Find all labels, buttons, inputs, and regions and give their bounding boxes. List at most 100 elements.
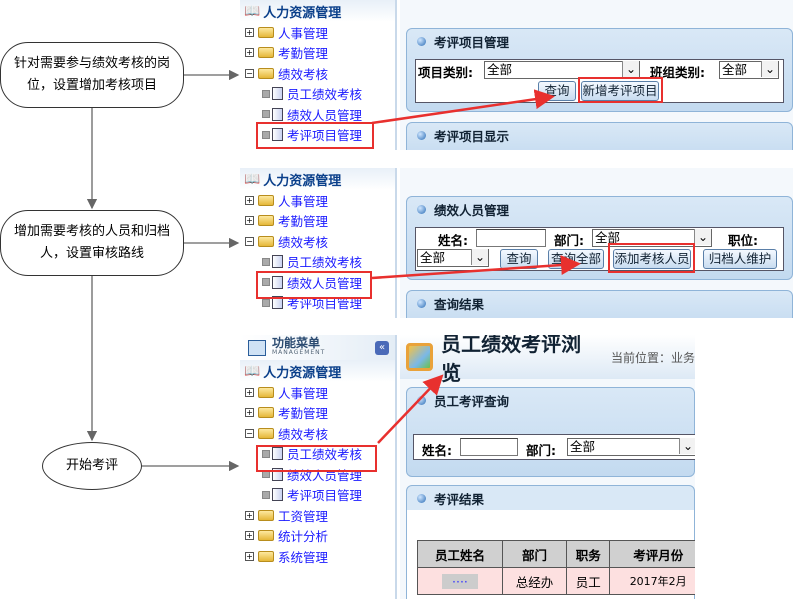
expand-icon[interactable]: +: [245, 48, 254, 58]
query-button[interactable]: 查询: [538, 81, 576, 101]
tree-item-project-management[interactable]: 考评项目管理: [240, 485, 395, 506]
flow-step-3: 开始考评: [42, 442, 142, 490]
folder-icon: [258, 530, 274, 542]
folder-icon: [258, 509, 274, 521]
folder-icon: [258, 215, 274, 227]
tree-item-employee-review[interactable]: 员工绩效考核: [240, 444, 395, 465]
folder-icon: [258, 235, 274, 247]
screenshot-project-management: 📖人力资源管理 +人事管理 +考勤管理 −绩效考核 员工绩效考核 绩效人员管理 …: [240, 0, 793, 150]
document-icon: [272, 296, 283, 310]
folder-icon: [258, 194, 274, 206]
sidebar-root[interactable]: 📖人力资源管理: [240, 168, 395, 190]
expand-icon[interactable]: +: [245, 408, 254, 418]
tree-item-attendance[interactable]: +考勤管理: [245, 46, 329, 62]
collapse-icon[interactable]: −: [245, 428, 254, 438]
tree-item-employee-review[interactable]: 员工绩效考核: [240, 84, 395, 105]
folder-icon: [258, 386, 274, 398]
document-icon: [272, 255, 283, 269]
sidebar: 📖人力资源管理 +人事管理 +考勤管理 −绩效考核 员工绩效考核 绩效人员管理 …: [240, 0, 397, 150]
tree-item-project-management[interactable]: 考评项目管理: [240, 125, 395, 146]
document-icon: [272, 87, 283, 101]
name-label: 姓名:: [422, 443, 452, 458]
collapse-icon[interactable]: −: [245, 68, 254, 78]
breadcrumb: 当前位置：业务: [610, 350, 695, 365]
folder-icon: [258, 550, 274, 562]
flow-step-1: 针对需要参与绩效考核的岗位，设置增加考核项目: [0, 42, 184, 108]
expand-icon[interactable]: +: [245, 510, 254, 520]
tree-item-attendance[interactable]: +考勤管理: [245, 406, 329, 422]
tree-item-performance[interactable]: −绩效考核: [245, 234, 329, 250]
sidebar-root[interactable]: 📖人力资源管理: [240, 360, 395, 382]
table-row[interactable]: ···· 总经办 员工 2017年2月: [417, 567, 695, 595]
expand-icon[interactable]: +: [245, 531, 254, 541]
dept-select[interactable]: 全部: [567, 438, 695, 456]
tree-item-statistics[interactable]: +统计分析: [245, 529, 329, 545]
query-button[interactable]: 查询: [500, 249, 538, 269]
document-icon: [272, 107, 283, 121]
staff-management-panel: 绩效人员管理 姓名: 部门: 全部 职位: 全部 查询 查询全部 添加考核人员 …: [406, 196, 793, 280]
highlight-box: [578, 77, 663, 103]
globe-icon: [417, 204, 426, 214]
tree-item-staff-management[interactable]: 绩效人员管理: [240, 104, 395, 125]
tree-item-performance[interactable]: −绩效考核: [245, 66, 329, 82]
sidebar-root[interactable]: 📖人力资源管理: [240, 0, 395, 22]
home-icon: [248, 339, 266, 356]
tree-item-system[interactable]: +系统管理: [245, 549, 329, 565]
page-header: 员工绩效考评浏览 当前位置：业务: [400, 335, 695, 385]
page-title: 员工绩效考评浏览: [441, 335, 582, 385]
name-label: 姓名:: [438, 233, 468, 248]
folder-icon: [258, 427, 274, 439]
expand-icon[interactable]: +: [245, 216, 254, 226]
tree-item-performance[interactable]: −绩效考核: [245, 426, 329, 442]
dept-label: 部门:: [526, 443, 556, 458]
book-icon: 📖: [244, 171, 261, 187]
collapse-icon[interactable]: −: [245, 236, 254, 246]
archive-maintenance-button[interactable]: 归档人维护: [703, 249, 777, 269]
folder-icon: [258, 26, 274, 38]
review-result-panel: 考评结果 员工姓名 部门 职务 考评月份 ···· 总经办 员工 2017年2月: [406, 485, 695, 599]
review-table: 员工姓名 部门 职务 考评月份 ···· 总经办 员工 2017年2月: [417, 540, 695, 595]
screenshot-staff-management: 📖人力资源管理 +人事管理 +考勤管理 −绩效考核 员工绩效考核 绩效人员管理 …: [240, 168, 793, 318]
team-label: 班组类别:: [650, 65, 705, 80]
expand-icon[interactable]: +: [245, 195, 254, 205]
add-project-button[interactable]: 新增考评项目: [581, 81, 659, 101]
name-input[interactable]: [476, 229, 546, 247]
project-management-panel: 考评项目管理 项目类别: 全部 班组类别: 全部 查询 新增考评项目: [406, 28, 793, 112]
team-select[interactable]: 全部: [719, 61, 779, 79]
tree-item-personnel[interactable]: +人事管理: [245, 193, 329, 209]
project-display-panel: 考评项目显示: [406, 122, 793, 150]
category-label: 项目类别:: [418, 65, 473, 80]
expand-icon[interactable]: +: [245, 27, 254, 37]
globe-icon: [417, 36, 426, 46]
query-result-panel: 查询结果: [406, 290, 793, 318]
query-all-button[interactable]: 查询全部: [548, 249, 604, 269]
expand-icon[interactable]: +: [245, 387, 254, 397]
folder-icon: [258, 407, 274, 419]
book-icon: 📖: [244, 3, 261, 19]
highlight-box: [256, 271, 372, 299]
position-select[interactable]: 全部: [417, 249, 489, 267]
book-icon: 📖: [244, 363, 261, 379]
tree-item-personnel[interactable]: +人事管理: [245, 385, 329, 401]
category-select[interactable]: 全部: [484, 61, 640, 79]
tree-item-personnel[interactable]: +人事管理: [245, 25, 329, 41]
employee-query-panel: 员工考评查询 姓名: 部门: 全部: [406, 387, 695, 477]
tree-item-project-management[interactable]: 考评项目管理: [240, 293, 395, 314]
collapse-sidebar-icon[interactable]: «: [375, 340, 389, 355]
tree-item-salary[interactable]: +工资管理: [245, 508, 329, 524]
expand-icon[interactable]: +: [245, 551, 254, 561]
tree-item-staff-management[interactable]: 绩效人员管理: [240, 272, 395, 293]
folder-icon: [258, 47, 274, 59]
folder-icon: [258, 67, 274, 79]
add-staff-button[interactable]: 添加考核人员: [613, 249, 691, 269]
flow-step-2: 增加需要考核的人员和归档人，设置审核路线: [0, 210, 184, 276]
dept-select[interactable]: 全部: [592, 229, 712, 247]
document-icon: [272, 275, 283, 289]
tree-item-employee-review[interactable]: 员工绩效考核: [240, 252, 395, 273]
globe-icon: [417, 298, 426, 308]
tree-item-attendance[interactable]: +考勤管理: [245, 214, 329, 230]
name-input[interactable]: [460, 438, 518, 456]
